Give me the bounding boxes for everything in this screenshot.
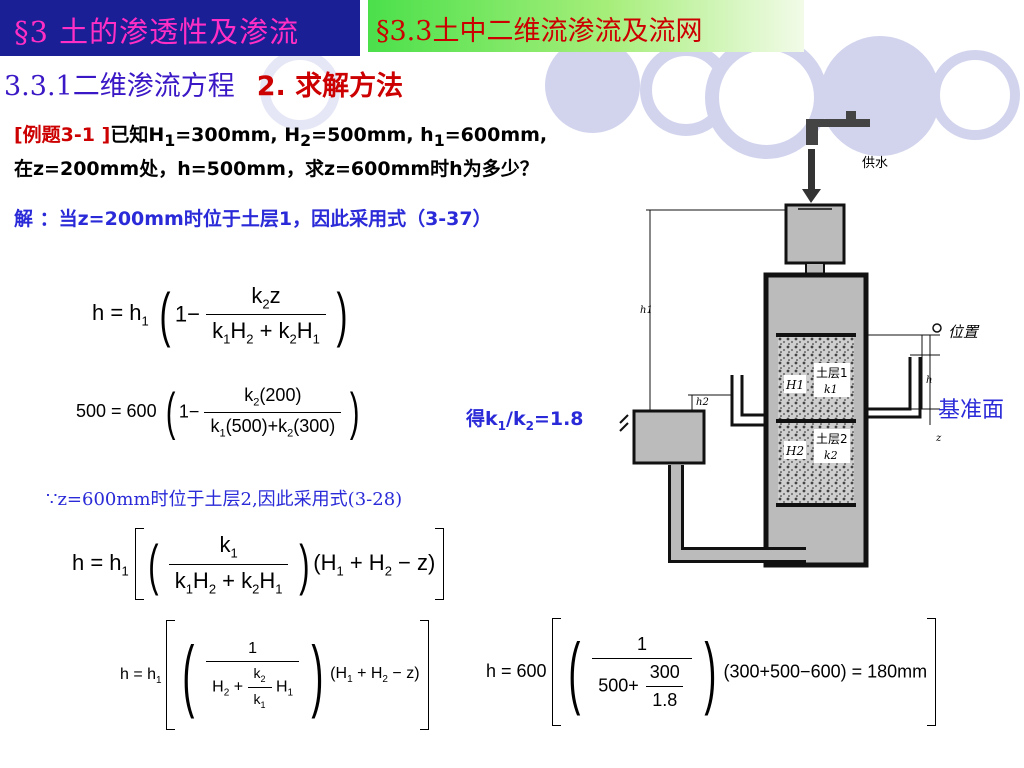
svg-text:h: h	[926, 375, 932, 386]
eq2-lhs: 500 = 600	[76, 400, 157, 421]
faucet-icon	[806, 111, 870, 145]
problem-line-1: [例题3-1 ]已知H1=300mm, H2=500mm, h1=600mm,	[14, 120, 547, 150]
problem-line-2: 在z=200mm处，h=500mm，求z=600mm时h为多少？	[14, 158, 539, 180]
svg-text:k2: k2	[824, 449, 838, 462]
svg-text:H2: H2	[785, 444, 804, 458]
decor-circle	[930, 50, 1020, 140]
subsection-title-tab: §3.3土中二维流渗流及流网	[368, 0, 804, 52]
layer1-label: 土层1	[816, 366, 848, 380]
heading-method: 2. 求解方法	[256, 71, 404, 102]
datum-label: 基准面	[938, 398, 1004, 423]
eq5-tail: (300+500−600) = 180mm	[723, 661, 928, 682]
svg-text:h2: h2	[696, 397, 709, 408]
solution-line: 解 ：当z=200mm时位于土层1，因此采用式（3-37）	[14, 208, 492, 230]
problem-tag: [例题3-1 ]	[14, 124, 111, 146]
position-label: 位置	[948, 323, 980, 341]
eq5-lhs: h = 600	[486, 660, 547, 681]
subsection-title: §3.3土中二维流渗流及流网	[376, 16, 703, 47]
heading-section: 3.3.1二维渗流方程	[4, 71, 235, 102]
supply-arrow-icon	[802, 149, 821, 203]
page-heading: 3.3.1二维渗流方程 2. 求解方法	[4, 64, 403, 103]
decor-circle	[545, 38, 640, 133]
result-ratio: 得k1/k2=1.8	[466, 408, 584, 433]
layer2-label: 土层2	[816, 432, 848, 446]
svg-text:k1: k1	[824, 383, 838, 396]
z-label: z	[935, 433, 942, 444]
decor-circle	[820, 36, 940, 156]
svg-text:h1: h1	[640, 305, 653, 316]
section-title: §3 土的渗透性及渗流	[14, 15, 300, 49]
seepage-diagram: 供水 H1 土层1 k1 H2 土层2 k2 h1 h2 位置 h z 基准面	[619, 111, 1004, 568]
section-title-tab: §3 土的渗透性及渗流	[0, 0, 360, 56]
problem-given: 已知H1=300mm, H2=500mm, h1=600mm,	[110, 124, 548, 150]
supply-label: 供水	[862, 156, 888, 171]
svg-text:H1: H1	[785, 378, 804, 392]
second-case-line: ∵z=600mm时位于土层2,因此采用式(3-28)	[46, 489, 403, 510]
equation-2: 500 = 600 (1− k2(200)k1(500)+k2(300) )	[76, 383, 360, 441]
